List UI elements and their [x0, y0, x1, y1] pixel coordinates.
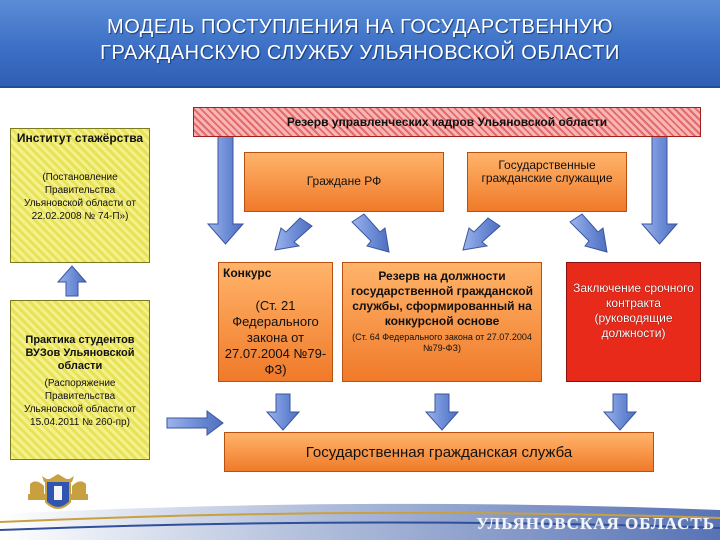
arrow-citizens-to-contest	[274, 217, 313, 251]
contest-title: Конкурс	[223, 266, 272, 280]
reserve-positions-title: Резерв на должности государственной граж…	[351, 269, 533, 328]
arrow-contract-to-service	[602, 393, 638, 431]
arrow-reserve-to-service	[424, 393, 460, 431]
arrow-practice-to-service	[166, 410, 224, 436]
footer-region-name: УЛЬЯНОВСКАЯ ОБЛАСТЬ	[476, 514, 715, 533]
civil-service-box: Государственная гражданская служба	[224, 432, 654, 472]
reserve-positions-note: (Ст. 64 Федерального закона от 27.07.200…	[352, 332, 532, 353]
institute-note: (Постановление Правительства Ульяновской…	[24, 172, 136, 222]
citizens-box: Граждане РФ	[244, 152, 444, 212]
fixed-contract-box: Заключение срочного контракта (руководящ…	[566, 262, 701, 382]
arrow-servants-to-reserve	[462, 217, 501, 251]
civil-servants-box: Государственные гражданские служащие	[467, 152, 627, 212]
arrow-servants-to-contract	[569, 213, 608, 253]
arrow-citizens-to-reserve	[351, 213, 390, 253]
contest-box: Конкурс (Ст. 21 Федерального закона от 2…	[218, 262, 333, 382]
arrow-practice-to-institute	[56, 265, 88, 297]
coat-of-arms-icon	[28, 474, 88, 509]
title-line-2: ГРАЖДАНСКУЮ СЛУЖБУ УЛЬЯНОВСКОЙ ОБЛАСТИ	[100, 42, 620, 64]
header-bar	[0, 0, 720, 88]
footer-ribbon	[0, 503, 720, 540]
reserve-positions-box: Резерв на должности государственной граж…	[342, 262, 542, 382]
title-line-1: МОДЕЛЬ ПОСТУПЛЕНИЯ НА ГОСУДАРСТВЕННУЮ	[107, 16, 613, 38]
contest-note: (Ст. 21 Федерального закона от 27.07.200…	[224, 298, 327, 377]
arrow-reserve-to-contest	[206, 127, 245, 245]
reserve-banner: Резерв управленческих кадров Ульяновской…	[193, 107, 701, 137]
practice-note: (Распоряжение Правительства Ульяновской …	[24, 378, 136, 428]
institute-title: Институт стажёрства	[16, 131, 144, 145]
practice-title: Практика студентов ВУЗов Ульяновской обл…	[25, 334, 135, 372]
arrow-reserve-to-contract	[640, 127, 679, 245]
practice-box: Практика студентов ВУЗов Ульяновской обл…	[10, 300, 150, 460]
institute-box: Институт стажёрства (Постановление Прави…	[10, 128, 150, 263]
page-title: МОДЕЛЬ ПОСТУПЛЕНИЯ НА ГОСУДАРСТВЕННУЮ ГР…	[20, 14, 700, 66]
arrow-contest-to-service	[265, 393, 301, 431]
